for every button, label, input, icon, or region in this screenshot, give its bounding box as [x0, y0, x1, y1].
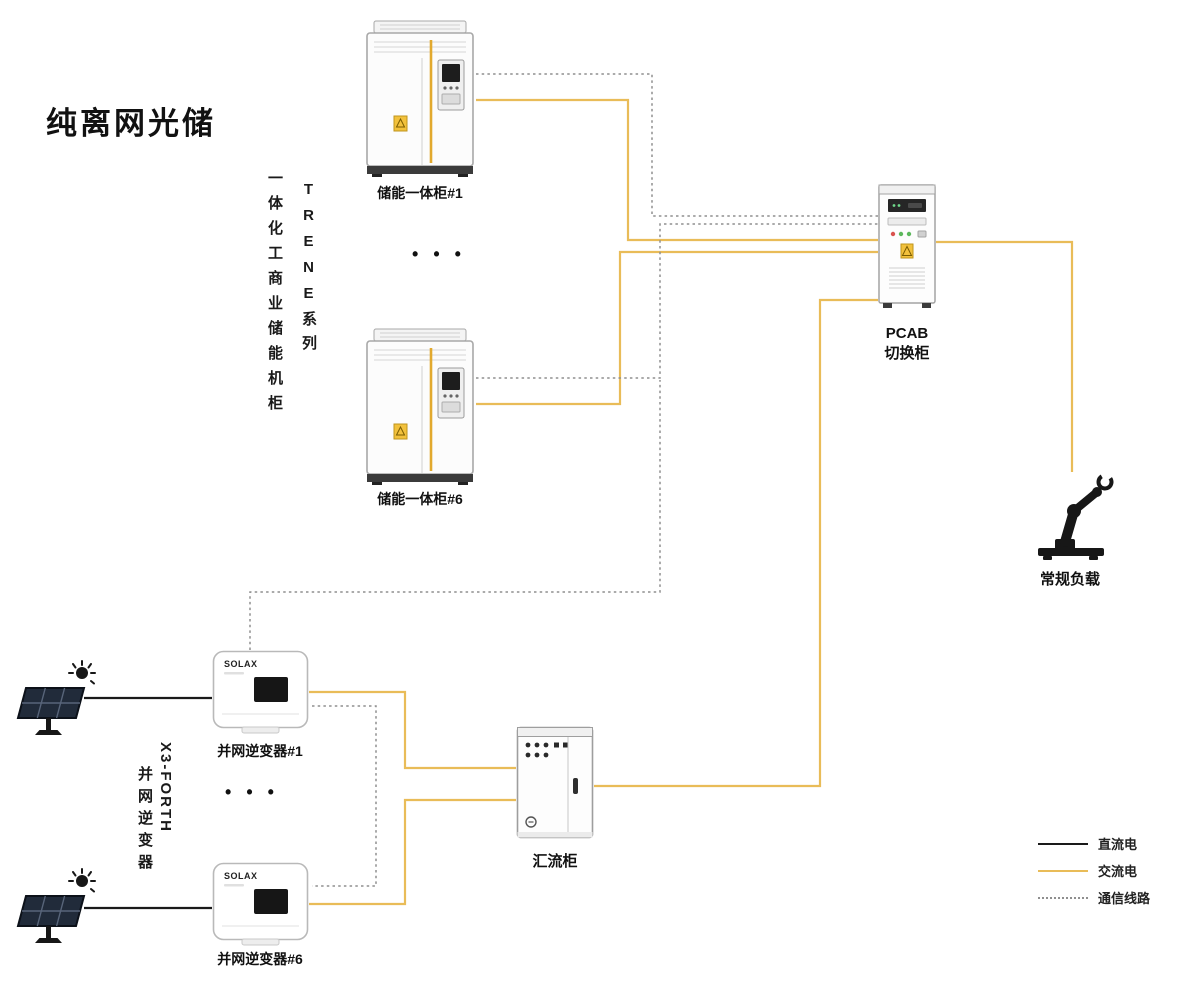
legend-dc-label: 直流电: [1098, 837, 1138, 852]
storage-cabinet-1-label: 储能一体柜#1: [377, 185, 463, 201]
wire-ac-combiner-pcab: [594, 298, 878, 788]
wire-comm-inverter1-inverter6: [312, 705, 377, 887]
inverter-series-name-label: 并网逆变器: [136, 766, 153, 876]
regular-load: [1026, 468, 1116, 569]
solar-panel-icon: [16, 660, 96, 735]
pcab-label-line1: PCAB: [885, 325, 929, 342]
inverter-brand-logo: SOLAX: [224, 659, 258, 669]
wire-ac-inverter6-combiner: [309, 798, 516, 906]
combiner-box-icon: [516, 726, 594, 839]
inverter-brand-logo: SOLAX: [224, 871, 258, 881]
wire-ac-pcab-load: [936, 240, 1074, 472]
legend-item-comm: 通信线路: [1038, 888, 1150, 907]
inverter-6: SOLAX: [212, 862, 309, 952]
inverter-1: SOLAX: [212, 650, 309, 740]
solar-panel-icon: [16, 868, 96, 943]
inverter-1-label: 并网逆变器#1: [217, 743, 303, 759]
wire-ac-cabinet1-pcab: [476, 98, 878, 242]
inverter-icon: SOLAX: [212, 650, 309, 734]
storage-series-name-label: 一体化工商业储能机柜: [266, 170, 283, 420]
pcab-label: PCAB 切换柜: [884, 324, 929, 363]
storage-cabinet-icon: [366, 20, 474, 177]
regular-load-label: 常规负载: [1039, 571, 1101, 588]
wire-comm-cabinet1-pcab: [476, 73, 878, 217]
wire-comm-cabinet6-pcab: [476, 223, 878, 379]
ac-line-sample: [1038, 869, 1088, 872]
legend: 直流电 交流电 通信线路: [1038, 834, 1150, 907]
combiner-box: [516, 726, 594, 849]
legend-item-dc: 直流电: [1038, 834, 1150, 853]
legend-item-ac: 交流电: [1038, 861, 1150, 880]
dc-line-sample: [1038, 842, 1088, 845]
pcab-cabinet: [878, 182, 936, 315]
storage-ellipsis: • • •: [412, 244, 466, 264]
pcab-cabinet-icon: [878, 184, 936, 308]
combiner-box-label: 汇流柜: [532, 853, 578, 870]
storage-cabinet-icon: [366, 328, 474, 485]
storage-cabinet-6: [364, 328, 476, 491]
storage-cabinet-1: [364, 20, 476, 183]
inverter-6-label: 并网逆变器#6: [217, 951, 303, 967]
comm-line-sample: [1038, 896, 1088, 899]
legend-ac-label: 交流电: [1098, 864, 1138, 879]
diagram-title: 纯离网光储: [46, 106, 216, 141]
solar-panel-2: [16, 868, 101, 953]
robot-arm-icon: [1038, 473, 1114, 560]
inverter-icon: SOLAX: [212, 862, 309, 946]
wire-ac-inverter1-combiner: [309, 690, 516, 770]
legend-comm-label: 通信线路: [1098, 891, 1151, 906]
solar-panel-1: [16, 660, 101, 745]
storage-series-model-label: TRENE系列: [300, 181, 317, 359]
pcab-label-line2: 切换柜: [884, 344, 930, 362]
storage-cabinet-6-label: 储能一体柜#6: [377, 491, 463, 507]
wire-ac-cabinet6-pcab: [476, 250, 878, 406]
inverter-series-model-label: X3-FORTH: [157, 742, 174, 833]
inverter-ellipsis: • • •: [225, 782, 279, 802]
